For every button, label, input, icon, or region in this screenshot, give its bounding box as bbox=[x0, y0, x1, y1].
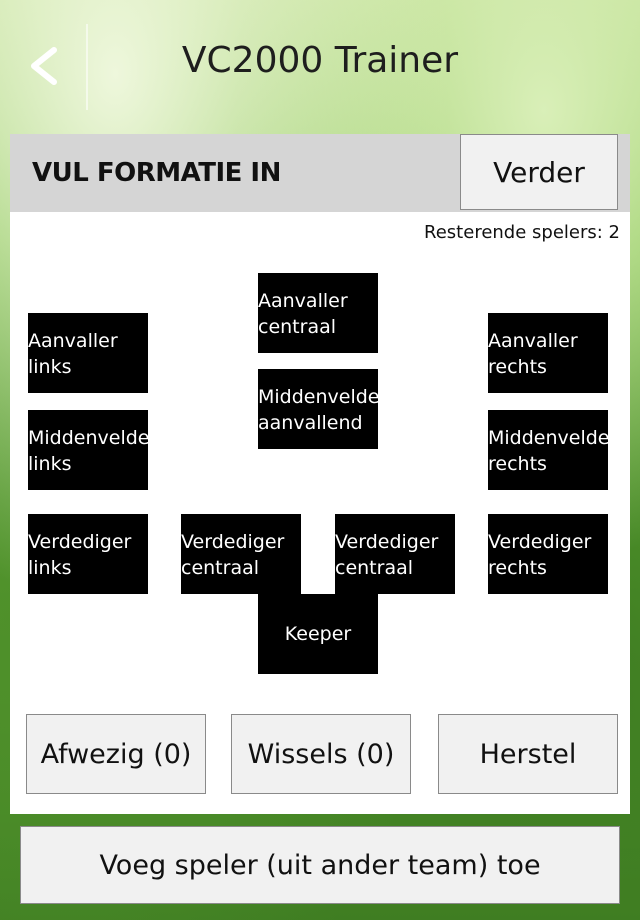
position-verdediger-centraal-1[interactable]: Verdediger centraal bbox=[181, 514, 301, 594]
form-title: VUL FORMATIE IN bbox=[32, 158, 281, 188]
position-aanvaller-links[interactable]: Aanvaller links bbox=[28, 313, 148, 393]
position-verdediger-centraal-2[interactable]: Verdediger centraal bbox=[335, 514, 455, 594]
reset-button[interactable]: Herstel bbox=[438, 714, 618, 794]
position-middenvelder-links[interactable]: Middenvelder links bbox=[28, 410, 148, 490]
top-bar: VC2000 Trainer bbox=[0, 0, 640, 130]
substitutes-button[interactable]: Wissels (0) bbox=[231, 714, 411, 794]
formation-header: VUL FORMATIE IN Verder bbox=[10, 134, 630, 212]
position-verdediger-links[interactable]: Verdediger links bbox=[28, 514, 148, 594]
next-button[interactable]: Verder bbox=[460, 134, 618, 210]
chevron-left-icon bbox=[31, 47, 57, 85]
position-aanvaller-centraal[interactable]: Aanvaller centraal bbox=[258, 273, 378, 353]
back-button[interactable] bbox=[0, 22, 86, 110]
position-verdediger-rechts[interactable]: Verdediger rechts bbox=[488, 514, 608, 594]
position-middenvelder-aanvallend[interactable]: Middenvelder aanvallend bbox=[258, 369, 378, 449]
topbar-divider bbox=[86, 24, 88, 110]
add-player-button[interactable]: Voeg speler (uit ander team) toe bbox=[20, 826, 620, 904]
remaining-players: Resterende spelers: 2 bbox=[424, 222, 620, 243]
position-aanvaller-rechts[interactable]: Aanvaller rechts bbox=[488, 313, 608, 393]
formation-panel: VUL FORMATIE IN Verder Resterende speler… bbox=[10, 134, 630, 814]
absent-button[interactable]: Afwezig (0) bbox=[26, 714, 206, 794]
app-title: VC2000 Trainer bbox=[181, 40, 459, 81]
position-middenvelder-rechts[interactable]: Middenvelder rechts bbox=[488, 410, 608, 490]
position-keeper[interactable]: Keeper bbox=[258, 594, 378, 674]
